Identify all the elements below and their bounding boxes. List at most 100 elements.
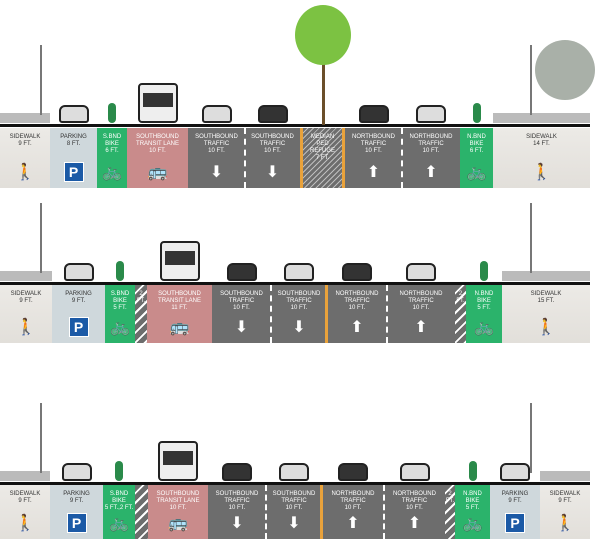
lane-buffer: 2 ft.	[135, 285, 147, 343]
lane-label: NORTHBOUND	[331, 491, 375, 497]
tree-trunk	[321, 55, 325, 125]
lane-label: TRAFFIC	[228, 298, 255, 304]
lane-label: S.Bnd	[109, 491, 129, 497]
lane-label: 14 ft.	[533, 141, 550, 147]
lane-label: TRAFFIC	[286, 298, 312, 304]
lane-label: PED	[316, 141, 329, 147]
arrow-down-icon: ⬇	[292, 319, 306, 336]
lane-label: 9 ft.	[69, 498, 84, 504]
lane-label: SOUTHBOUND	[272, 491, 316, 497]
center-line	[325, 285, 328, 343]
pedestrian-icon: 🚶	[15, 515, 35, 532]
lane-label: 5 ft.	[477, 305, 491, 311]
arrow-up-icon: ⬆	[346, 515, 360, 532]
lane-label: NORTHBOUND	[352, 134, 395, 140]
lane-label: SOUTHBOUND	[195, 134, 238, 140]
lane-label: TRANSIT LANE	[158, 298, 201, 304]
arrow-down-icon: ⬇	[265, 164, 280, 181]
bus-icon: 🚌	[169, 319, 190, 336]
lane-label: SOUTHBOUND	[215, 491, 259, 497]
lane-divider	[265, 485, 267, 539]
lane-label: 5 ft.	[465, 505, 480, 511]
lane-label: NORTHBOUND	[393, 491, 436, 497]
lane-buffer	[135, 485, 148, 539]
car-icon	[279, 463, 309, 481]
arrow-up-icon: ⬆	[366, 164, 381, 181]
lane-label: 2 ft.	[456, 291, 465, 304]
lane-label: SIDEWALK	[549, 491, 581, 497]
lane-label: N.Bnd	[463, 491, 482, 497]
lane-label: N.Bnd	[474, 291, 494, 297]
lane-label: SOUTHBOUND	[277, 291, 321, 297]
pedestrian-icon: 🚶	[16, 319, 36, 336]
pedestrian-icon: 🚶	[15, 164, 35, 181]
lane-label: 8 ft.	[66, 141, 81, 147]
lane-label: NORTHBOUND	[335, 291, 379, 297]
cyclist-icon	[480, 261, 488, 281]
bicycle-icon: 🚲	[102, 164, 122, 181]
lane-label: TRAFFIC	[401, 498, 428, 504]
lane-label: 10 ft.	[169, 505, 187, 511]
arrow-down-icon: ⬇	[209, 164, 224, 181]
lane-label: BIKE	[465, 498, 480, 504]
bicycle-icon: 🚲	[462, 515, 483, 532]
cyclist-icon	[472, 103, 481, 123]
parking-sign-icon: P	[505, 513, 525, 533]
lane-label: BIKE	[469, 141, 484, 147]
lane-label: SIDEWALK	[526, 134, 557, 140]
parked-car-icon	[63, 263, 94, 281]
lane-label: 6 ft.	[105, 148, 119, 154]
car-icon	[406, 263, 436, 281]
lane-label: SOUTHBOUND	[220, 291, 263, 297]
bus-icon	[159, 241, 200, 281]
car-icon	[338, 463, 368, 481]
lane-label: 5 ft.	[113, 305, 127, 311]
car-icon	[201, 105, 232, 123]
bicycle-icon: 🚲	[466, 164, 487, 181]
bus-icon: 🚌	[147, 164, 168, 181]
lane-label: TRAFFIC	[408, 298, 434, 304]
parked-car-icon	[58, 105, 89, 123]
streetlight-icon	[530, 45, 532, 115]
pedestrian-icon: 🚶	[531, 164, 552, 181]
lane-label: 10 ft.	[285, 505, 303, 511]
lane-label: TRAFFIC	[360, 141, 387, 147]
curb	[0, 113, 50, 123]
lane-label: 10 ft.	[406, 505, 423, 511]
car-icon	[416, 105, 446, 123]
parking-sign-icon: P	[68, 317, 89, 337]
bicycle-icon: 🚲	[109, 515, 129, 532]
lane-divider	[244, 128, 246, 188]
lane-label: 10 ft.	[233, 305, 250, 311]
lane-label: 11 ft.	[171, 305, 188, 311]
lane-label: SOUTHBOUND	[156, 491, 200, 497]
lane-label: NORTHBOUND	[409, 134, 453, 140]
streetlight-icon	[530, 403, 532, 473]
car-icon	[358, 105, 389, 123]
streetlight-icon	[40, 403, 42, 473]
car-icon	[257, 105, 288, 123]
lane-label: NORTHBOUND	[399, 291, 443, 297]
lane-label: 10 ft.	[422, 148, 440, 154]
car-icon	[222, 463, 252, 481]
